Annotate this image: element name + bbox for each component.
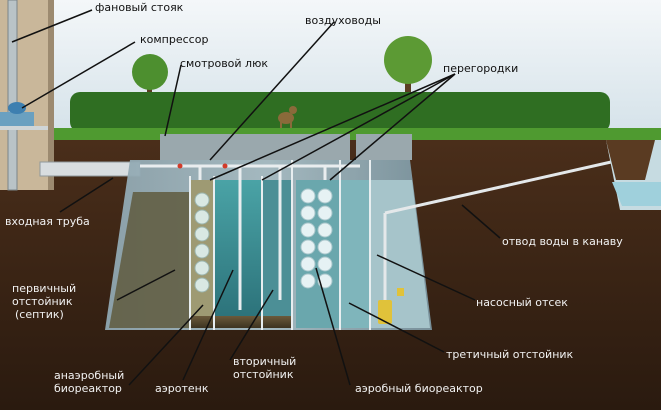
label-tertiary-settler: третичный отстойник [446,348,574,361]
tree-right [384,36,432,96]
label-primary-settler-2: отстойник [12,295,73,308]
pump [378,288,404,324]
leader-lines [11,9,501,386]
compressor [0,102,48,130]
label-aerobic-bioreactor: аэробный биореактор [355,382,483,395]
secondary-settler [262,180,292,328]
label-partitions: перегородки [443,62,519,75]
partitions [189,160,371,330]
sludge [190,316,292,328]
aerotank [214,180,262,328]
anaerobic-bioblocks [194,192,210,293]
label-drain-to-ditch: отвод воды в канаву [502,235,623,248]
inlet-pipe [39,161,141,177]
label-compressor: компрессор [140,33,209,46]
label-primary-settler-1: первичный [12,282,77,295]
outlet-pipe [383,158,621,300]
label-secondary-2: отстойник [233,368,294,381]
label-fan-riser: фановый стояк [95,1,184,14]
label-anaerobic-1: анаэробный [54,369,125,382]
air-ducts [140,164,360,310]
label-anaerobic-2: биореактор [54,382,122,395]
ditch [606,140,661,210]
aerobic-bioreactor [296,180,340,328]
label-inlet-pipe: входная труба [5,215,90,228]
label-primary-settler-3: (септик) [15,308,64,321]
label-air-ducts: воздуховоды [305,14,381,27]
inspection-hatch [160,134,350,160]
fan-riser-pipe [7,0,18,191]
hedge [70,92,610,132]
label-pump-compartment: насосный отсек [476,296,568,309]
tree-left [132,54,168,100]
aerobic-bioblocks [300,188,333,289]
label-secondary-1: вторичный [233,355,297,368]
label-aerotank: аэротенк [155,382,209,395]
label-inspection-hatch: смотровой люк [180,57,268,70]
tertiary-settler [340,180,370,328]
cat [278,106,297,128]
